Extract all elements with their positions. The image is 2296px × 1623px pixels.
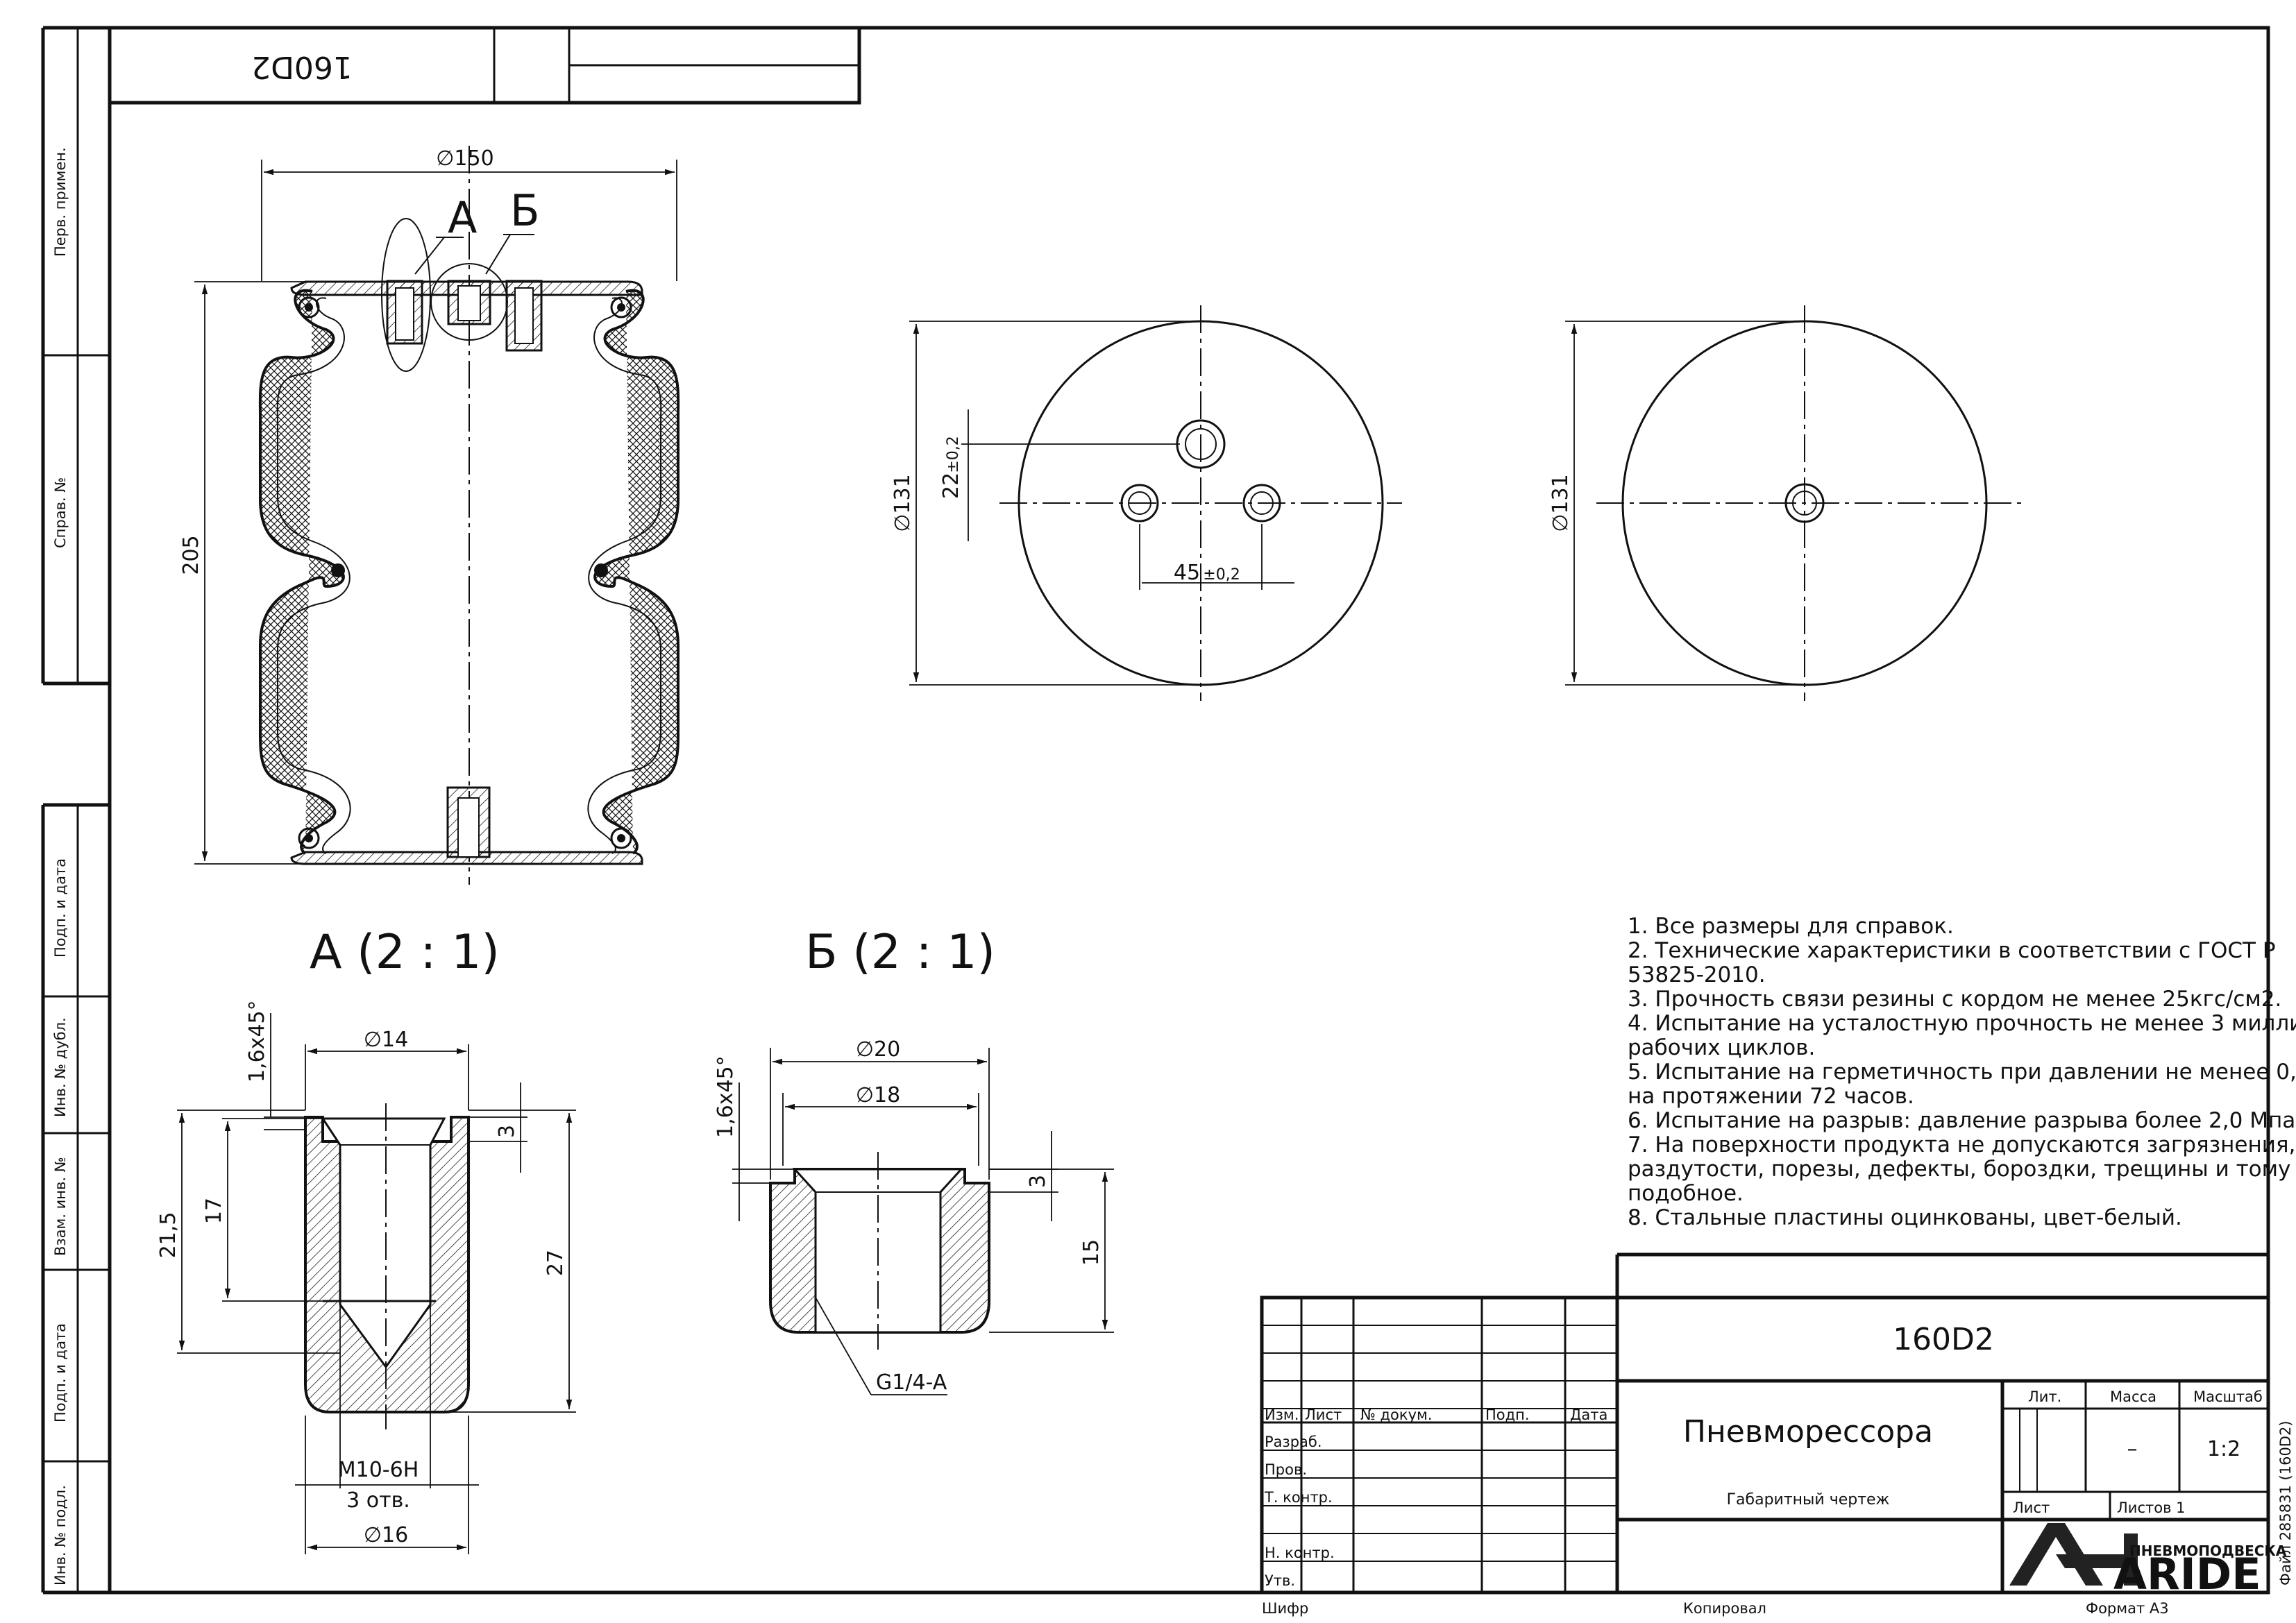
section-a-title: А (2 : 1): [310, 925, 500, 980]
title-block: Изм. Лист № докум. Подп. Дата Разраб. Пр…: [1260, 1252, 2287, 1599]
a-dim-17: 17: [202, 1198, 226, 1224]
note-line: 1. Все размеры для справок.: [1628, 914, 1954, 939]
technical-notes: 1. Все размеры для справок. 2. Техническ…: [1628, 914, 2296, 1230]
dim-22: 22: [939, 473, 963, 499]
file-label: Файл 285831 (160D2): [2277, 1420, 2294, 1586]
b-dim-d18: ∅18: [856, 1083, 900, 1107]
note-line: 8. Стальные пластины оцинкованы, цвет-бе…: [1628, 1205, 2182, 1230]
stamp-scale-value: 1:2: [2207, 1437, 2240, 1461]
section-b: Б (2 : 1) ∅20 ∅18 1,6х45° 3 15 G1/4-A: [714, 925, 1114, 1395]
dim-d131-left: ∅131: [890, 474, 915, 532]
dim-22-tol: ±0,2: [945, 436, 962, 473]
stamp-sheet-label: Лист: [2013, 1499, 2050, 1516]
a-dim-d16: ∅16: [364, 1523, 408, 1547]
b-dim-15: 15: [1079, 1239, 1104, 1266]
a-dim-27: 27: [543, 1250, 568, 1276]
footer-format: Формат А3: [2086, 1600, 2169, 1617]
dim-45-tol: ±0,2: [1203, 566, 1240, 584]
stamp-mass-label: Масса: [2110, 1388, 2156, 1405]
row-razrab: Разраб.: [1265, 1434, 1322, 1450]
note-line: 53825-2010.: [1628, 962, 1766, 987]
footer-kopiroval: Копировал: [1683, 1600, 1766, 1617]
row-utv: Утв.: [1265, 1572, 1295, 1589]
left-strip: Перв. примен. Справ. № Подп. и дата Инв.…: [41, 26, 110, 1595]
bottom-view-plate: ∅131: [1548, 305, 2027, 701]
drawing-frame: [108, 26, 2270, 1595]
a-dim-thread: М10-6Н: [338, 1458, 419, 1482]
note-line: рабочих циклов.: [1628, 1035, 1815, 1060]
strip-podp1: Подп. и дата: [52, 858, 69, 958]
row-tkontr: Т. контр.: [1264, 1489, 1333, 1506]
col-dokum: № докум.: [1360, 1407, 1433, 1423]
strip-inv-dubl: Инв. № дубл.: [52, 1017, 69, 1117]
air-spring-section: А Б ∅150 205: [179, 146, 680, 885]
b-dim-thread: G1/4-A: [876, 1370, 947, 1395]
col-data: Дата: [1570, 1407, 1607, 1423]
footer-shifr: Шифр: [1262, 1600, 1308, 1617]
note-line: 4. Испытание на усталостную прочность не…: [1628, 1011, 2296, 1036]
a-dim-chamfer: 1,6х45°: [245, 1000, 269, 1082]
b-dim-3: 3: [1026, 1175, 1050, 1188]
note-line: 6. Испытание на разрыв: давление разрыва…: [1628, 1108, 2296, 1133]
aride-logo: ПНЕВМОПОДВЕСКА ARIDE: [2009, 1523, 2287, 1599]
strip-perv: Перв. примен.: [52, 147, 69, 257]
stamp-lit-label: Лит.: [2028, 1388, 2061, 1405]
a-dim-holes: 3 отв.: [346, 1488, 410, 1513]
col-list: Лист: [1305, 1407, 1342, 1423]
stamp-scale-label: Масштаб: [2193, 1388, 2263, 1405]
brand-name: ARIDE: [2113, 1549, 2261, 1599]
a-dim-d14: ∅14: [364, 1028, 408, 1052]
section-a: А (2 : 1) ∅14 1,6х45° 3 17 21,5: [156, 925, 576, 1554]
top-designation: 160D2: [251, 49, 353, 85]
stamp-doc-type: Габаритный чертеж: [1727, 1491, 1890, 1509]
detail-label-b: Б: [510, 185, 540, 236]
col-podp: Подп.: [1485, 1407, 1530, 1423]
detail-label-a: А: [448, 192, 477, 243]
top-view-plate: ∅131 22 ±0,2 45 ±0,2: [890, 305, 1402, 701]
stamp-designation: 160D2: [1893, 1322, 1994, 1357]
note-line: 2. Технические характеристики в соответс…: [1628, 938, 2276, 963]
stamp-mass-value: –: [2127, 1437, 2138, 1461]
a-dim-215: 21,5: [156, 1212, 180, 1259]
strip-sprav: Справ. №: [52, 477, 69, 548]
dim-d150: ∅150: [436, 146, 493, 171]
stamp-sheets-label: Листов 1: [2117, 1499, 2185, 1516]
strip-vzam: Взам. инв. №: [52, 1157, 69, 1256]
row-prov: Пров.: [1265, 1461, 1307, 1478]
brand-top: ПНЕВМОПОДВЕСКА: [2129, 1543, 2287, 1559]
stamp-product-name: Пневморессора: [1683, 1414, 1933, 1450]
note-line: 7. На поверхности продукта не допускаютс…: [1628, 1132, 2295, 1157]
dim-d131-right: ∅131: [1548, 474, 1573, 532]
note-line: 5. Испытание на герметичность при давлен…: [1628, 1060, 2296, 1085]
note-line: 3. Прочность связи резины с кордом не ме…: [1628, 987, 2281, 1012]
note-line: на протяжении 72 часов.: [1628, 1084, 1914, 1109]
strip-podp2: Подп. и дата: [52, 1323, 69, 1422]
b-dim-chamfer: 1,6х45°: [714, 1055, 738, 1138]
strip-inv-podl: Инв. № подл.: [52, 1485, 69, 1586]
row-nkontr: Н. контр.: [1265, 1545, 1335, 1561]
dim-45: 45: [1174, 561, 1200, 585]
col-izm: Изм.: [1265, 1407, 1299, 1423]
note-line: подобное.: [1628, 1181, 1744, 1206]
section-b-title: Б (2 : 1): [805, 925, 995, 980]
note-line: раздутости, порезы, дефекты, борозд­ки, …: [1628, 1157, 2290, 1182]
a-dim-3: 3: [495, 1125, 519, 1138]
top-designation-box: 160D2: [108, 26, 861, 105]
b-dim-d20: ∅20: [856, 1037, 900, 1062]
dim-h205: 205: [179, 535, 203, 575]
